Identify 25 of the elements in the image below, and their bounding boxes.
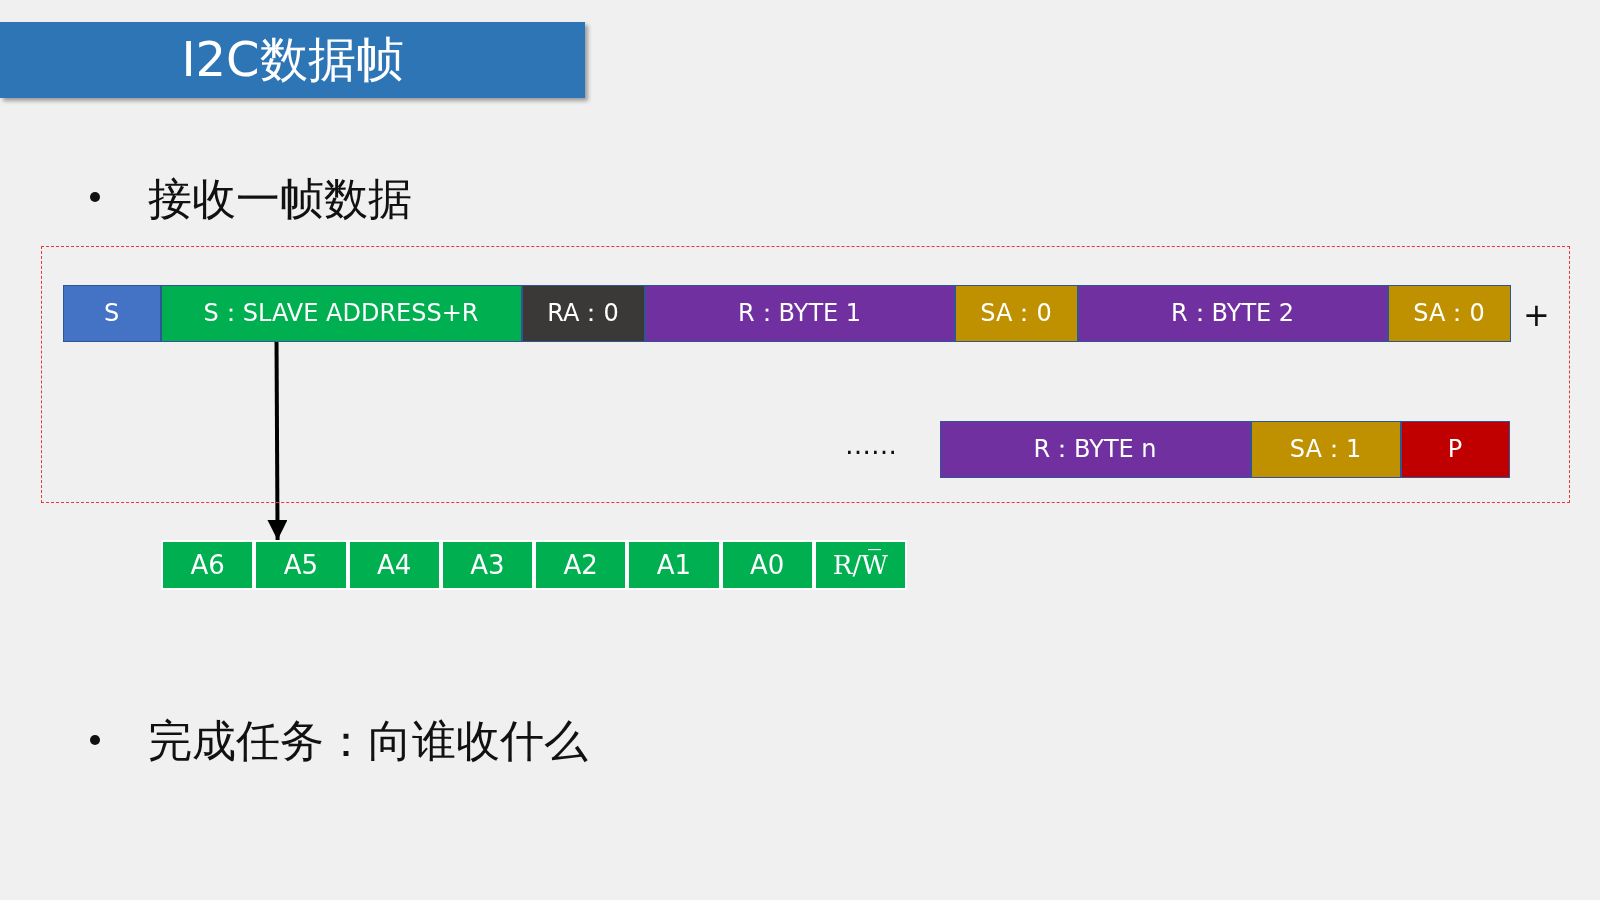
start-cell: S <box>62 284 161 342</box>
bullet-text: 完成任务：向谁收什么 <box>148 714 588 768</box>
title-banner: I2C数据帧 <box>0 22 585 98</box>
dashed-frame <box>41 246 1570 503</box>
bullet-text: 接收一帧数据 <box>148 172 412 226</box>
address-bit-cell: A5 <box>254 540 348 590</box>
ack-cell: SA：0 <box>954 284 1078 342</box>
stop-cell: P <box>1400 420 1510 478</box>
ellipsis: …… <box>845 430 897 460</box>
data-byte-cell: R：BYTE 1 <box>644 284 955 342</box>
address-bit-cell: A2 <box>534 540 628 590</box>
arrow <box>267 342 288 540</box>
address-bit-cell: A6 <box>161 540 255 590</box>
address-bit-cell: A4 <box>347 540 441 590</box>
address-bit-cell: A1 <box>627 540 721 590</box>
address-bit-cell: A3 <box>440 540 534 590</box>
data-byte-cell: R：BYTE 2 <box>1077 284 1388 342</box>
data-byte-cell: R：BYTE n <box>939 420 1251 478</box>
address-bit-cell: A0 <box>720 540 814 590</box>
address-cell: S：SLAVE ADDRESS+R <box>160 284 522 342</box>
ack-cell: SA：0 <box>1387 284 1511 342</box>
nack-cell: SA：1 <box>1250 420 1401 478</box>
rw-bit-cell: R/W̅ <box>813 540 907 590</box>
ack-cell: RA：0 <box>521 284 645 342</box>
plus-sign: + <box>1523 296 1550 334</box>
